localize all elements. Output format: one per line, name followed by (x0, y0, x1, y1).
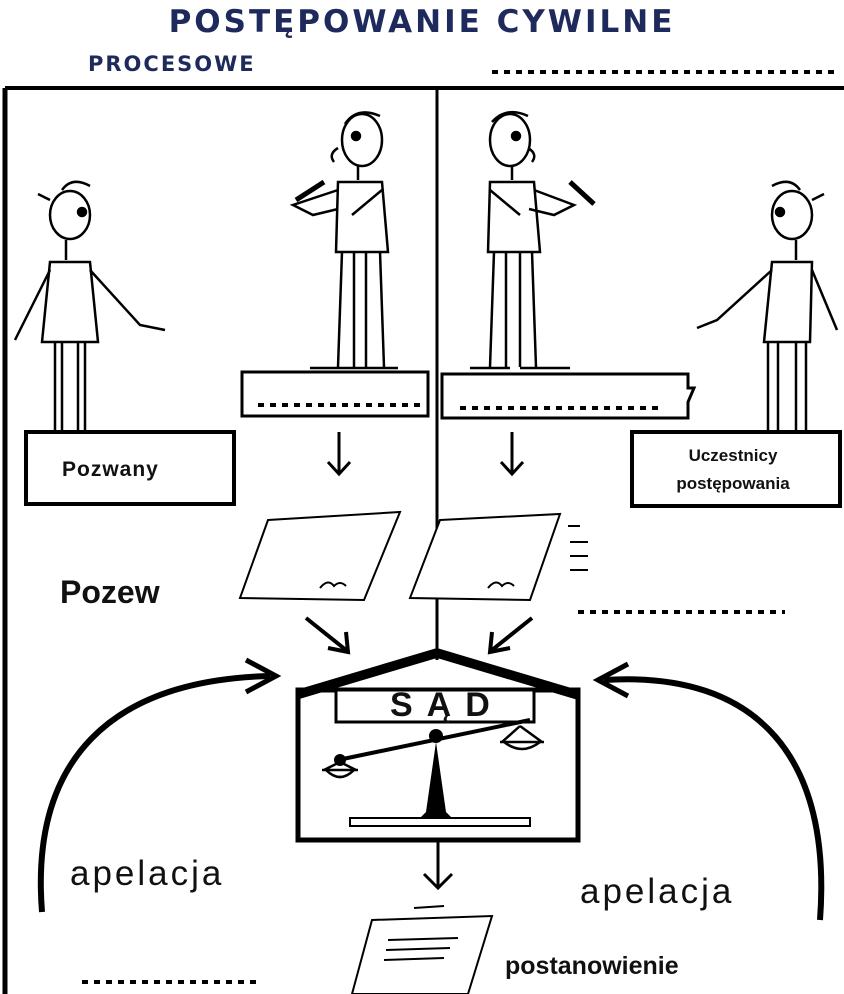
arrow-down-court (422, 842, 454, 891)
down-arrows (326, 432, 525, 891)
appeal-label-left: apelacja (70, 854, 225, 893)
court-sign (334, 688, 536, 724)
decision-label: postanowienie (505, 952, 679, 980)
participant-plinth (440, 372, 697, 420)
appeal-arrow-left (37, 673, 271, 913)
participants-label: Uczestnicy postępowania (676, 446, 790, 493)
lawsuit-label: Pozew (60, 574, 160, 610)
arrow-into-court-right (487, 616, 534, 655)
court-building (295, 648, 581, 843)
appeal-arrow-right (603, 676, 825, 921)
appeal-arrow-right-head (592, 661, 630, 699)
participant-figure (470, 110, 596, 370)
arrow-into-court-left (304, 616, 351, 655)
decision-document (350, 905, 494, 994)
appeal-label-right: apelacja (580, 872, 735, 911)
diagram-title: POSTĘPOWANIE CYWILNE (168, 4, 676, 40)
diagram-subtitle: PROCESOWE (88, 52, 256, 76)
appeal-arrow-left-head (244, 657, 282, 695)
plaintiff-figure (289, 111, 398, 370)
defendant-label: Pozwany (62, 458, 159, 481)
arrows-into-court (304, 616, 534, 655)
blank-dotted-lines (82, 70, 840, 984)
plaintiff-plinth (240, 370, 430, 418)
lawsuit-document-left (238, 510, 402, 602)
defendant-figure (13, 180, 166, 432)
appeal-arrows (37, 657, 825, 921)
arrow-down-left (326, 432, 352, 477)
other-participant-figure (696, 180, 839, 432)
lawsuit-document-right (408, 512, 588, 602)
participants-box (630, 430, 842, 508)
arrow-down-right (499, 432, 525, 477)
court-label: SĄD (390, 686, 504, 724)
defendant-box (24, 430, 236, 506)
